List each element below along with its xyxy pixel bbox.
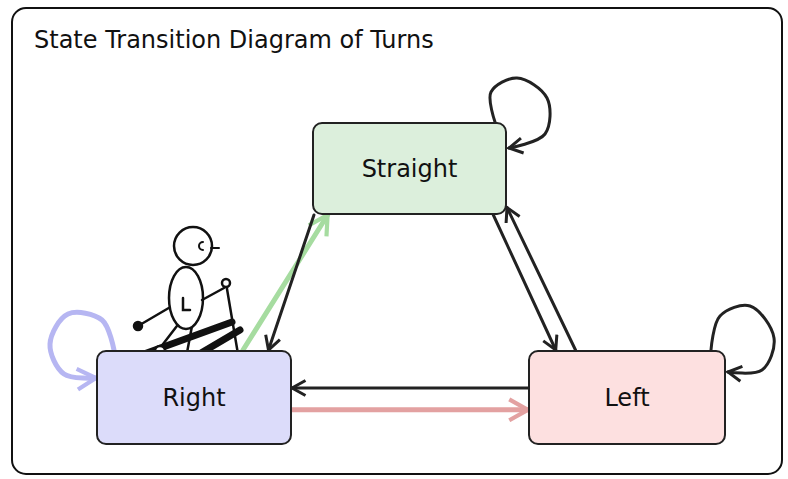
skier-ear: [199, 242, 203, 250]
state-box: Right: [96, 350, 292, 445]
pole-grip: [222, 279, 230, 287]
frame-border: [12, 8, 782, 474]
skier-body: [169, 267, 203, 329]
skier-nose: [211, 247, 219, 249]
state-box: Left: [528, 350, 726, 445]
state-box: Straight: [312, 122, 507, 215]
state-label: Right: [162, 384, 225, 412]
pole-tip: [134, 322, 142, 330]
transition-arrow: [292, 387, 528, 390]
state-label: Left: [604, 384, 649, 412]
transition-arrow: [493, 215, 555, 350]
transition-arrow: [243, 215, 328, 350]
transition-arrow: [292, 407, 528, 412]
skier-arm: [202, 288, 224, 300]
transition-arrow: [507, 208, 576, 350]
state-label: Straight: [362, 155, 458, 183]
skier-head: [174, 227, 212, 265]
diagram-title: State Transition Diagram of Turns: [34, 26, 434, 54]
transition-arrow: [268, 215, 313, 350]
skier-arm: [183, 298, 190, 310]
